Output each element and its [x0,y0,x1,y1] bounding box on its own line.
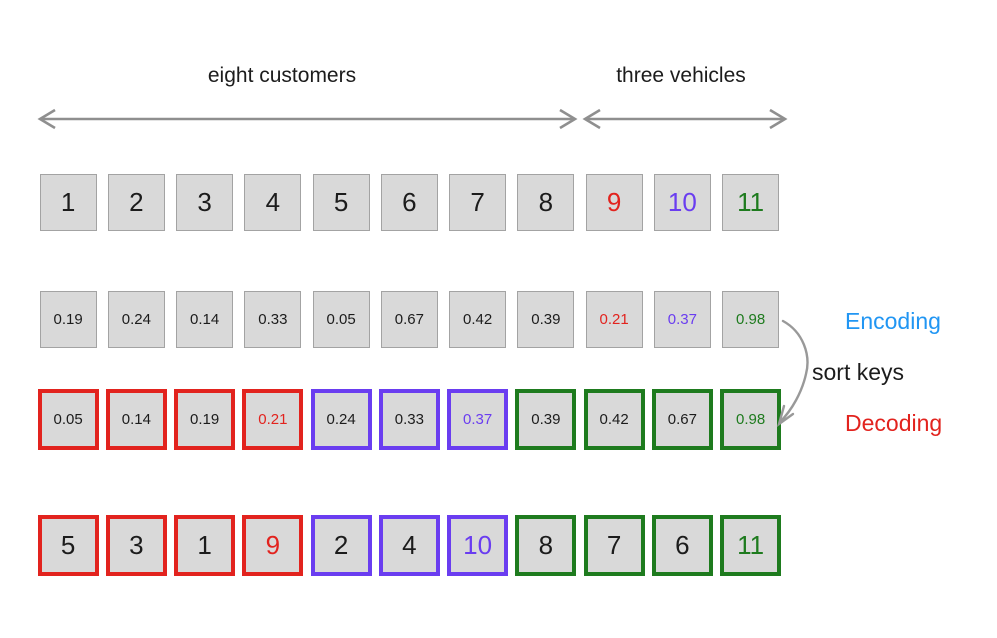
box-value: 7 [470,187,485,217]
box-value: 8 [538,530,554,560]
box-value: 0.19 [53,310,83,328]
box: 0.67 [651,388,713,450]
box: 0.37 [653,290,711,348]
customers-span-label: eight customers [207,64,357,87]
box-value: 0.37 [667,310,697,328]
box: 0.98 [722,290,780,348]
box: 4 [378,514,440,576]
box-value: 6 [402,187,417,217]
box: 0.14 [176,290,234,348]
box: 4 [244,173,302,231]
vehicles-span-label: three vehicles [616,64,746,87]
box: 0.19 [39,290,97,348]
box: 2 [310,514,372,576]
box-value: 0.21 [258,410,288,428]
box: 6 [651,514,713,576]
box-value: 9 [606,187,622,217]
box-value: 0.42 [599,410,629,428]
box-value: 1 [60,187,76,217]
box-value: 8 [538,187,554,217]
box: 3 [176,173,234,231]
box-value: 10 [667,187,697,217]
box: 10 [653,173,711,231]
box: 9 [585,173,643,231]
box-value: 5 [333,187,349,217]
row-decoded-sequence: 5 3 1 9 2 4 10 8 7 6 11 [34,514,785,576]
box: 5 [312,173,370,231]
box-value: 0.05 [326,310,356,328]
box: 9 [242,514,304,576]
box-value: 11 [737,530,765,560]
box-value: 0.67 [394,310,424,328]
box-value: 2 [129,187,144,217]
box-value: 0.33 [394,410,424,428]
box: 0.19 [174,388,236,450]
box: 0.39 [515,388,577,450]
box: 0.05 [312,290,370,348]
box-value: 0.39 [531,310,561,328]
box: 0.37 [447,388,509,450]
box: 8 [515,514,577,576]
box: 1 [39,173,97,231]
box-value: 10 [463,530,493,560]
box: 0.98 [720,388,782,450]
box-value: 4 [265,187,281,217]
box-value: 9 [265,530,281,560]
box-value: 0.67 [667,410,697,428]
box: 7 [449,173,507,231]
box: 0.21 [242,388,304,450]
box-value: 0.98 [736,310,766,328]
box: 0.24 [310,388,372,450]
sort-keys-label: sort keys [812,359,905,385]
box: 0.33 [378,388,440,450]
decoding-label: Decoding [845,410,943,436]
box: 10 [447,514,509,576]
box: 0.39 [517,290,575,348]
box-value: 6 [675,530,690,560]
encoding-label: Encoding [845,308,941,334]
box-value: 0.37 [463,410,493,428]
box: 0.21 [585,290,643,348]
box-value: 0.98 [736,410,766,428]
box-value: 0.05 [53,410,83,428]
row-sorted-keys: 0.05 0.14 0.19 0.21 0.24 0.33 0.37 0.39 … [34,388,785,450]
box: 2 [107,173,165,231]
box: 6 [380,173,438,231]
box-value: 11 [737,187,765,217]
box-value: 0.39 [531,410,561,428]
box-value: 1 [197,530,212,560]
box: 3 [105,514,167,576]
box-value: 0.21 [599,310,629,328]
box: 11 [722,173,780,231]
box: 0.42 [583,388,645,450]
box: 0.33 [244,290,302,348]
box-value: 0.24 [326,410,356,428]
row-random-keys: 0.19 0.24 0.14 0.33 0.05 0.67 0.42 0.39 … [34,290,785,348]
box: 0.24 [107,290,165,348]
box: 0.14 [105,388,167,450]
box: 11 [720,514,782,576]
box: 8 [517,173,575,231]
box-value: 0.19 [190,410,220,428]
box-value: 5 [60,530,76,560]
box-value: 0.14 [121,410,151,428]
box: 0.05 [37,388,99,450]
box-value: 0.42 [463,310,493,328]
box-value: 2 [333,530,349,560]
row-node-indices: 1 2 3 4 5 6 7 8 9 10 11 [34,173,785,231]
box-value: 3 [129,530,144,560]
box: 7 [583,514,645,576]
box-value: 3 [197,187,212,217]
box: 0.67 [380,290,438,348]
box-value: 7 [606,530,622,560]
box-value: 0.24 [121,310,151,328]
box-value: 4 [402,530,417,560]
box: 0.42 [449,290,507,348]
box-value: 0.14 [190,310,220,328]
box: 1 [174,514,236,576]
box-value: 0.33 [258,310,288,328]
customers-span-arrow [37,108,578,130]
vehicles-span-arrow [582,108,788,130]
box: 5 [37,514,99,576]
